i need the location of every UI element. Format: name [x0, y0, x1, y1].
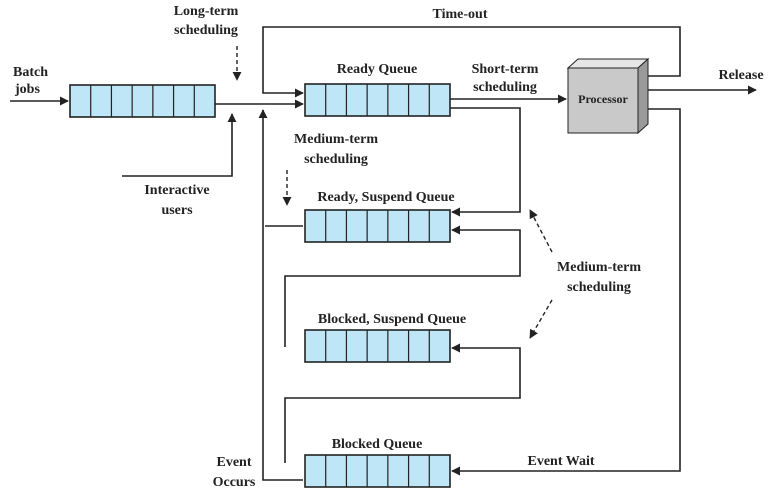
blocked-suspend-queue	[304, 329, 451, 363]
labels: Batch jobs Long-term scheduling Time-out…	[13, 4, 764, 490]
long-term-scheduling-label-line2: scheduling	[174, 23, 238, 38]
queue-body	[304, 329, 451, 363]
medium-term-scheduling-top-label-line1: Medium-term	[294, 132, 378, 147]
short-term-scheduling-label-line2: scheduling	[473, 80, 537, 95]
ready-queue-label: Ready Queue	[337, 62, 418, 77]
blocked-queue-label: Blocked Queue	[332, 437, 423, 452]
processor-box	[566, 57, 650, 135]
blocked-to-blocked-suspend-arrow	[284, 343, 521, 463]
release-label: Release	[718, 68, 763, 83]
batch-jobs-label-line2: jobs	[14, 82, 40, 97]
blocked-queue	[304, 454, 451, 488]
event-wait-label: Event Wait	[527, 454, 594, 469]
queue-body	[304, 209, 451, 243]
medium-term-scheduling-top-label-line2: scheduling	[304, 152, 368, 167]
time-out-label: Time-out	[433, 7, 488, 22]
queue-body	[304, 83, 451, 117]
event-wait-arrow	[451, 108, 681, 476]
ready-to-ready-suspend-arrow	[450, 107, 521, 217]
processor-top-face	[566, 58, 650, 69]
ready-suspend-queue-label: Ready, Suspend Queue	[317, 190, 454, 205]
interactive-users-label-line1: Interactive	[144, 183, 209, 198]
short-term-scheduling-label-line1: Short-term	[472, 62, 539, 77]
dashed-arrows	[232, 46, 553, 339]
medium-term-right-dashed-down-arrow	[529, 299, 553, 339]
event-occurs-label-line1: Event	[217, 455, 252, 470]
medium-term-scheduling-right-label-line2: scheduling	[567, 280, 631, 295]
batch-queue	[69, 84, 216, 118]
processor-label: Processor	[578, 92, 628, 106]
queue-body	[304, 454, 451, 488]
batch-jobs-label-line1: Batch	[13, 65, 48, 80]
interactive-users-arrow	[122, 113, 237, 177]
interactive-users-label-line2: users	[161, 203, 193, 218]
blocked-suspend-queue-label: Blocked, Suspend Queue	[318, 312, 466, 327]
medium-term-scheduling-right-label-line1: Medium-term	[557, 260, 641, 275]
blocked-suspend-to-ready-suspend-arrow	[284, 225, 521, 347]
ready-queue	[304, 83, 451, 117]
processor-front-face	[567, 67, 639, 134]
event-occurs-arrow	[258, 109, 303, 481]
event-occurs-label-line2: Occurs	[213, 475, 256, 490]
ready-suspend-queue	[304, 209, 451, 243]
queue-body	[69, 84, 216, 118]
long-term-scheduling-label-line1: Long-term	[174, 4, 239, 19]
time-out-arrow	[262, 26, 681, 98]
flow-lines	[10, 26, 757, 481]
medium-term-right-dashed-up-arrow	[529, 209, 553, 253]
processor-side-face	[637, 57, 649, 135]
